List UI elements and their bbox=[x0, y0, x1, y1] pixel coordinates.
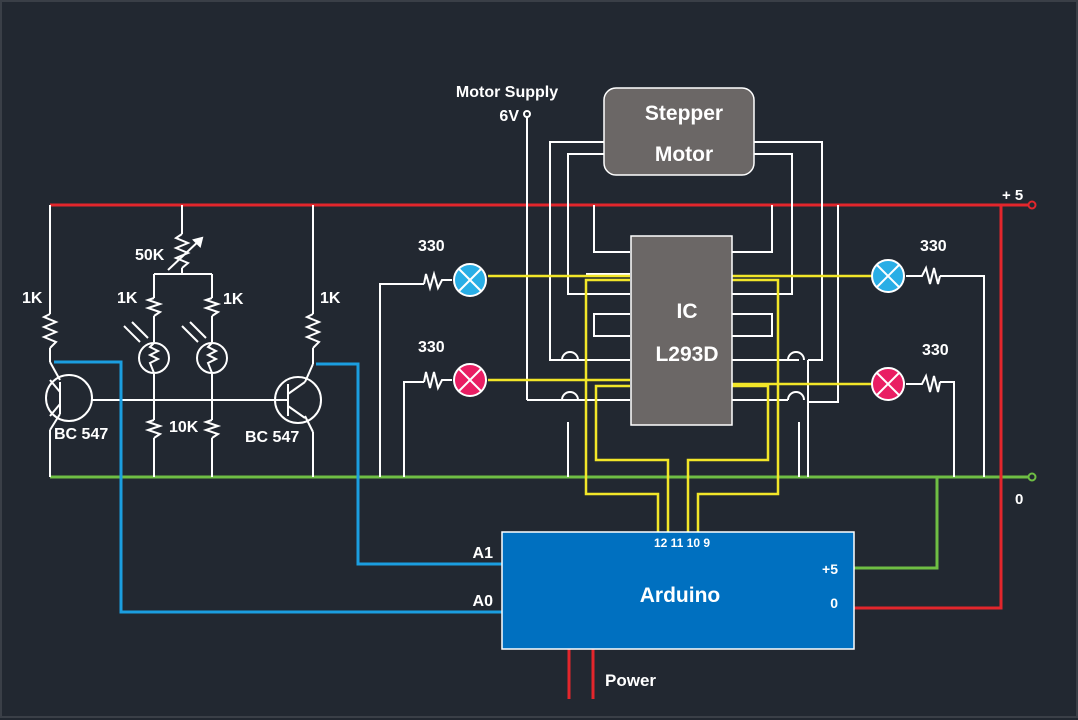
motor-supply-voltage: 6V bbox=[499, 108, 519, 125]
motor-supply-label: Motor Supply bbox=[456, 84, 558, 101]
transistor-left-label: BC 547 bbox=[54, 426, 108, 443]
ground-terminal bbox=[1027, 472, 1037, 482]
led-lamp-icon bbox=[871, 367, 905, 401]
potentiometer-icon bbox=[167, 233, 204, 271]
motor-supply-terminal bbox=[523, 110, 531, 118]
potentiometer-label: 50K bbox=[135, 247, 165, 264]
ldr-icon bbox=[181, 321, 228, 374]
resistor-icon bbox=[906, 373, 941, 393]
transistor-right-label: BC 547 bbox=[245, 429, 299, 446]
sensor-circuit-wires bbox=[49, 205, 314, 477]
led-resistor-bottom-right-label: 330 bbox=[922, 342, 949, 359]
resistor-icon bbox=[144, 419, 164, 439]
stepper-motor-block: Stepper Motor bbox=[603, 87, 755, 176]
arduino-pin-a0-label: A0 bbox=[473, 593, 494, 610]
analog-signal-wires bbox=[54, 360, 502, 614]
stepper-label-line1: Stepper bbox=[645, 102, 723, 125]
plus5-terminal bbox=[1027, 200, 1037, 210]
resistor-icon bbox=[304, 313, 322, 349]
resistor-right-outer-label: 1K bbox=[320, 290, 341, 307]
led-lamp-icon bbox=[871, 259, 905, 293]
led-lamp-icon bbox=[453, 263, 487, 297]
resistor-icon bbox=[423, 371, 452, 391]
transistor-npn-icon bbox=[45, 374, 93, 422]
arduino-pin-zero: 0 bbox=[830, 595, 838, 611]
ic-l293d-block: IC L293D bbox=[630, 235, 733, 426]
resistor-icon bbox=[41, 313, 59, 349]
ground-rail bbox=[50, 475, 1032, 570]
led-resistor-bottom-left-label: 330 bbox=[418, 339, 445, 356]
ic-label-line1: IC bbox=[677, 300, 698, 323]
plus5-rail-label: + 5 bbox=[1002, 187, 1023, 204]
plus5-rail bbox=[50, 203, 1032, 699]
arduino-block: Arduino 12 11 10 9 +5 0 bbox=[501, 531, 855, 650]
wire-crossover-humps bbox=[561, 351, 805, 401]
resistor-left-outer-label: 1K bbox=[22, 290, 43, 307]
resistor-bottom-label: 10K bbox=[169, 419, 199, 436]
arduino-digital-pins: 12 11 10 9 bbox=[654, 536, 710, 550]
resistor-icon bbox=[144, 297, 164, 317]
resistor-icon bbox=[202, 297, 222, 317]
ldr-icon bbox=[123, 321, 170, 374]
ic-label-line2: L293D bbox=[655, 343, 718, 366]
resistor-icon bbox=[202, 419, 222, 439]
driver-wiring bbox=[379, 114, 985, 477]
resistor-ldr-right-label: 1K bbox=[223, 291, 244, 308]
led-resistor-top-left-label: 330 bbox=[418, 238, 445, 255]
stepper-label-line2: Motor bbox=[655, 143, 713, 166]
arduino-pin-a1-label: A1 bbox=[473, 545, 494, 562]
resistor-icon bbox=[906, 265, 941, 285]
zero-rail-label: 0 bbox=[1015, 491, 1023, 508]
led-lamp-icon bbox=[453, 363, 487, 397]
transistor-npn-icon bbox=[274, 376, 322, 424]
arduino-pin-plus5: +5 bbox=[822, 561, 838, 577]
arduino-title: Arduino bbox=[640, 584, 720, 607]
led-resistor-top-right-label: 330 bbox=[920, 238, 947, 255]
resistor-icon bbox=[423, 270, 452, 292]
power-label: Power bbox=[605, 671, 656, 690]
digital-control-wires bbox=[488, 274, 872, 532]
resistor-ldr-left-label: 1K bbox=[117, 290, 138, 307]
